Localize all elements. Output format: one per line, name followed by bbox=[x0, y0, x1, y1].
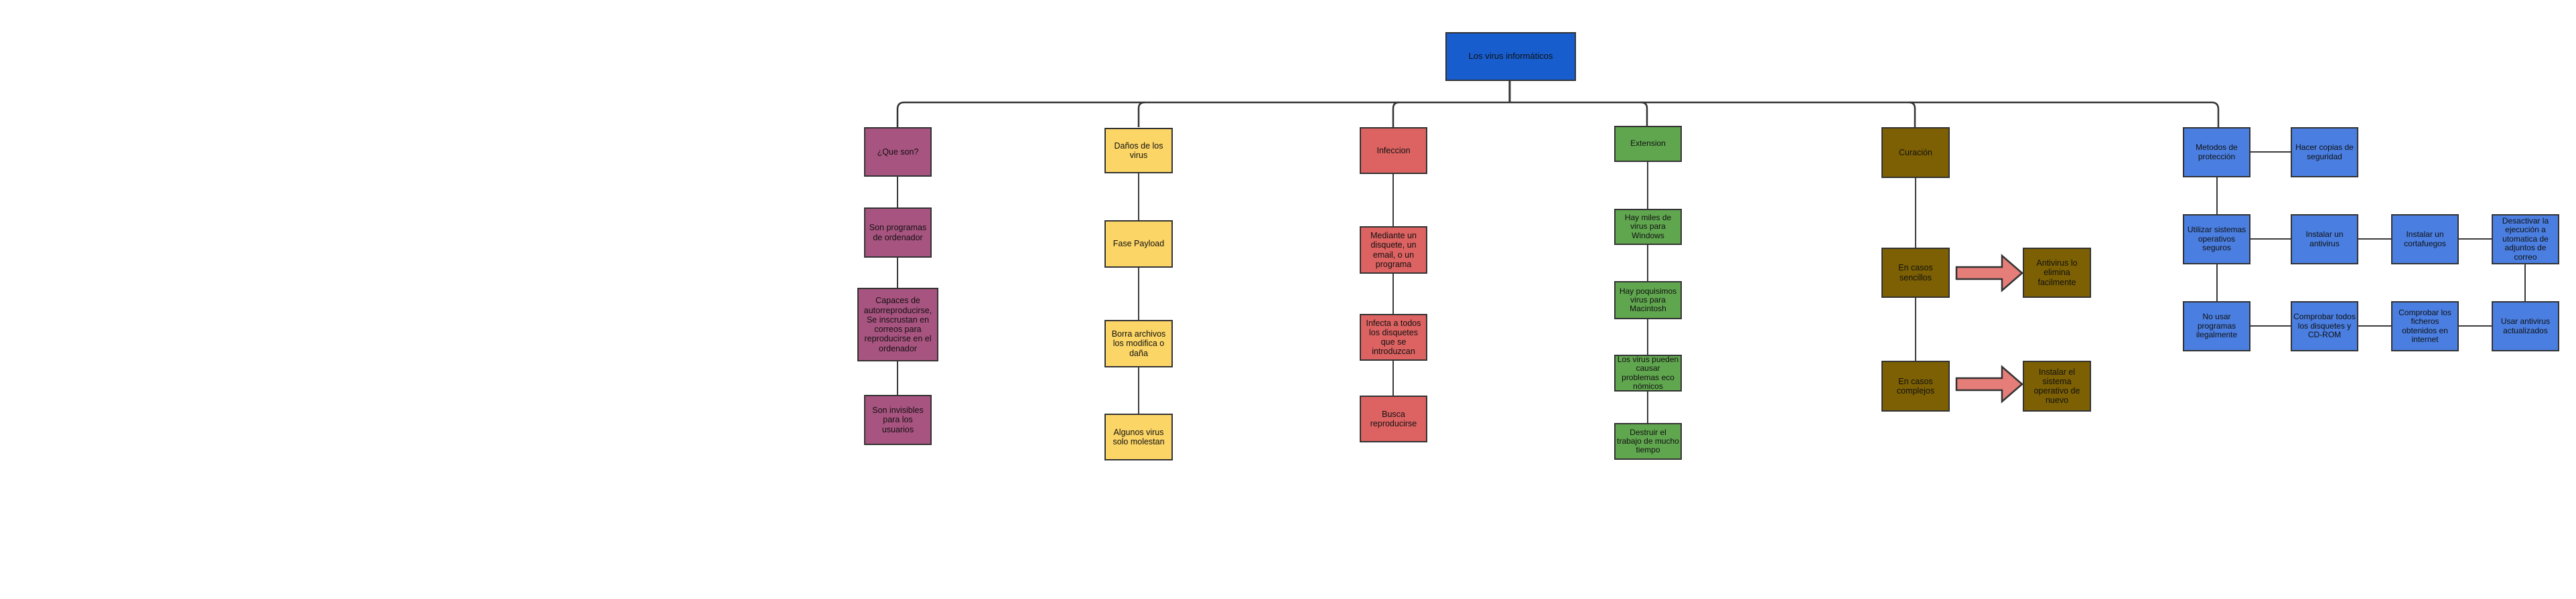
grid-link-connector bbox=[2250, 151, 2492, 327]
node-son-programas[interactable]: Son programas de ordenador bbox=[864, 207, 932, 258]
node-antivirus-elimina[interactable]: Antivirus lo elimina facilmente bbox=[2023, 248, 2091, 298]
node-comprobar-disquetes[interactable]: Comprobar todos los disquetes y CD-ROM bbox=[2291, 301, 2358, 351]
node-desactivar-ejecucion[interactable]: Desactivar la ejecución a utomatica de a… bbox=[2492, 214, 2559, 264]
node-busca-reproducirse[interactable]: Busca reproducirse bbox=[1360, 396, 1427, 442]
node-mediante-disquete[interactable]: Mediante un disquete, un email, o un pro… bbox=[1360, 226, 1427, 274]
branch-drop-connector bbox=[1137, 101, 1916, 127]
node-root[interactable]: Los virus informáticos bbox=[1445, 32, 1576, 81]
node-usar-antivirus-actualizados[interactable]: Usar antivirus actualizados bbox=[2492, 301, 2559, 351]
arrow-right-icon bbox=[1955, 254, 2023, 292]
node-sistemas-seguros[interactable]: Utilizar sistemas operativos seguros bbox=[2183, 214, 2250, 264]
arrow-right-icon bbox=[1955, 365, 2023, 404]
node-borra-archivos[interactable]: Borra archivos los modifica o daña bbox=[1104, 320, 1173, 367]
node-curacion[interactable]: Curación bbox=[1881, 127, 1950, 178]
node-danos-virus[interactable]: Daños de los virus bbox=[1104, 128, 1173, 173]
node-no-programas-ilegales[interactable]: No usar programas ilegalmente bbox=[2183, 301, 2250, 351]
node-miles-windows[interactable]: Hay miles de virus para Windows bbox=[1614, 209, 1682, 245]
column-link-connector bbox=[897, 162, 2526, 423]
node-que-son[interactable]: ¿Que son? bbox=[864, 127, 932, 177]
node-hacer-copias[interactable]: Hacer copias de seguridad bbox=[2291, 127, 2358, 177]
branch-bus-connector bbox=[896, 101, 2220, 127]
node-son-invisibles[interactable]: Son invisibles para los usuarios bbox=[864, 395, 932, 445]
node-metodos-proteccion[interactable]: Metodos de protección bbox=[2183, 127, 2250, 177]
node-problemas-economicos[interactable]: Los virus pueden causar problemas eco nó… bbox=[1614, 355, 1682, 392]
node-casos-complejos[interactable]: En casos complejos bbox=[1881, 361, 1950, 412]
node-instalar-antivirus[interactable]: Instalar un antivirus bbox=[2291, 214, 2358, 264]
node-poquisimos-macintosh[interactable]: Hay poquisimos virus para Macintosh bbox=[1614, 281, 1682, 319]
node-comprobar-ficheros[interactable]: Comprobar los ficheros obtenidos en inte… bbox=[2391, 301, 2459, 351]
node-extension[interactable]: Extension bbox=[1614, 126, 1682, 162]
node-casos-sencillos[interactable]: En casos sencillos bbox=[1881, 248, 1950, 298]
node-capaces-autorreproducirse[interactable]: Capaces de autorreproducirse, Se inscrus… bbox=[857, 288, 938, 361]
node-algunos-molestan[interactable]: Algunos virus solo molestan bbox=[1104, 414, 1173, 460]
node-infeccion[interactable]: Infeccion bbox=[1360, 127, 1427, 174]
node-fase-payload[interactable]: Fase Payload bbox=[1104, 220, 1173, 268]
node-instalar-cortafuegos[interactable]: Instalar un cortafuegos bbox=[2391, 214, 2459, 264]
node-infecta-disquetes[interactable]: Infecta a todos los disquetes que se int… bbox=[1360, 314, 1427, 361]
node-instalar-so-nuevo[interactable]: Instalar el sistema operativo de nuevo bbox=[2023, 361, 2091, 412]
node-destruir-trabajo[interactable]: Destruir el trabajo de mucho tiempo bbox=[1614, 423, 1682, 460]
